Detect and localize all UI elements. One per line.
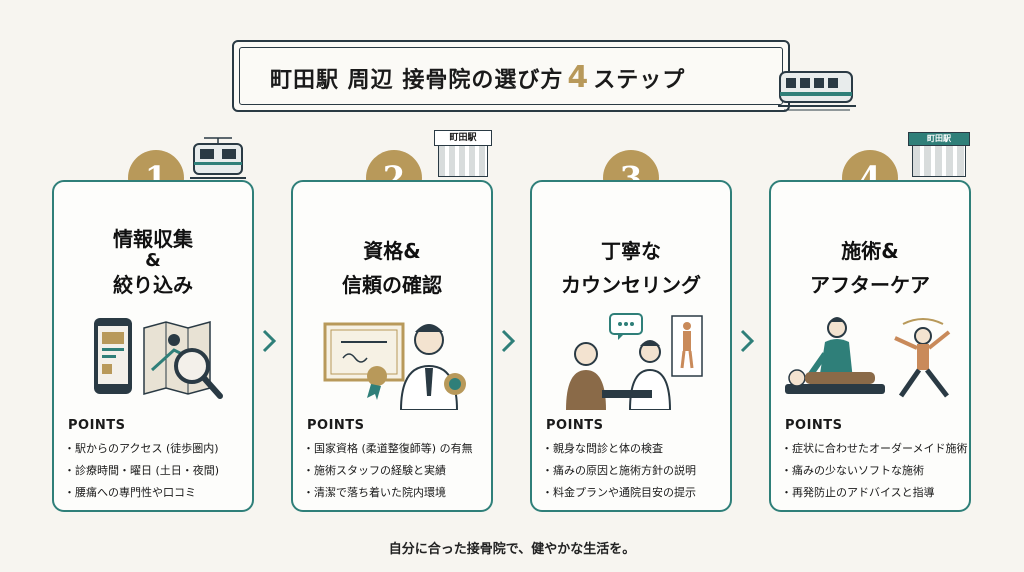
speech-bubble-icon xyxy=(609,313,643,340)
step-2-illustration xyxy=(323,322,466,410)
station-sign: 町田駅 xyxy=(434,130,492,146)
chevron-right-icon xyxy=(262,329,277,353)
therapist-icon xyxy=(808,317,853,380)
tagline: 自分に合った接骨院で、健やかな生活を。 xyxy=(388,542,636,557)
station-icon: 町田駅 xyxy=(908,132,970,178)
step-2-title-line-2: 信頼の確認 xyxy=(342,273,442,297)
step-1-title-line-3: 絞り込み xyxy=(113,273,193,297)
magnifier-icon xyxy=(174,348,223,399)
medal-icon xyxy=(444,373,466,395)
list-item: 清潔で落ち着いた院内環境 xyxy=(303,482,473,504)
step-1-card: 情報収集 & 絞り込み POINTS 駅からのアクセス (徒歩圏内) 診療時間・… xyxy=(52,180,254,512)
smartphone-icon xyxy=(94,318,132,394)
step-3-title-line-2: カウンセリング xyxy=(561,273,701,297)
patient-icon xyxy=(785,369,885,394)
title-number: 4 xyxy=(567,60,590,95)
list-item: 痛みの原因と施術方針の説明 xyxy=(542,460,696,482)
train-icon xyxy=(778,71,856,111)
doctor-icon xyxy=(399,324,459,410)
step-1-points-label: POINTS xyxy=(68,418,126,433)
step-1-illustration xyxy=(94,318,223,399)
step-4-points: 症状に合わせたオーダーメイド施術 痛みの少ないソフトな施術 再発防止のアドバイス… xyxy=(781,438,968,504)
step-2-title-line-1: 資格& xyxy=(363,239,421,263)
list-item: 痛みの少ないソフトな施術 xyxy=(781,460,968,482)
list-item: 診療時間・曜日 (土日・夜間) xyxy=(64,460,219,482)
step-4-title-line-2: アフターケア xyxy=(810,273,930,297)
step-3-illustration xyxy=(566,313,703,410)
step-3-title-line-1: 丁寧な xyxy=(601,239,661,263)
step-4-card: 施術& アフターケア POINTS 症状に合わせたオーダーメイド施術 痛みの少な… xyxy=(769,180,971,512)
stretching-person-icon xyxy=(894,318,951,398)
doctor-icon xyxy=(628,340,672,410)
station-icon: 町田駅 xyxy=(434,130,492,180)
station-sign: 町田駅 xyxy=(908,132,970,146)
step-2-points: 国家資格 (柔道整復師等) の有無 施術スタッフの経験と実績 清潔で落ち着いた院… xyxy=(303,438,473,504)
patient-icon xyxy=(566,342,606,410)
list-item: 国家資格 (柔道整復師等) の有無 xyxy=(303,438,473,460)
step-3-points-label: POINTS xyxy=(546,418,604,433)
step-1-title-line-2: & xyxy=(145,250,161,271)
step-1-title-line-1: 情報収集 xyxy=(113,227,193,251)
list-item: 症状に合わせたオーダーメイド施術 xyxy=(781,438,968,460)
title-suffix: ステップ xyxy=(593,68,686,93)
anatomy-chart-icon xyxy=(671,315,703,377)
chevron-right-icon xyxy=(501,329,516,353)
step-4-title-line-1: 施術& xyxy=(841,239,899,263)
list-item: 親身な問診と体の検査 xyxy=(542,438,696,460)
list-item: 再発防止のアドバイスと指導 xyxy=(781,482,968,504)
list-item: 駅からのアクセス (徒歩圏内) xyxy=(64,438,219,460)
train-icon xyxy=(190,137,246,179)
list-item: 施術スタッフの経験と実績 xyxy=(303,460,473,482)
step-3-points: 親身な問診と体の検査 痛みの原因と施術方針の説明 料金プランや通院目安の提示 xyxy=(542,438,696,504)
certificate-icon xyxy=(323,322,405,400)
list-item: 料金プランや通院目安の提示 xyxy=(542,482,696,504)
step-2-card: 資格& 信頼の確認 POINTS 国家資格 (柔道整復師等) の有無 施術スタッ… xyxy=(291,180,493,512)
step-4-illustration xyxy=(785,317,951,398)
step-4-points-label: POINTS xyxy=(785,418,843,433)
step-2-points-label: POINTS xyxy=(307,418,365,433)
chevron-right-icon xyxy=(740,329,755,353)
step-3-card: 丁寧な カウンセリング POINTS 親身な問診と体の検査 痛みの原因と施術方針… xyxy=(530,180,732,512)
step-1-points: 駅からのアクセス (徒歩圏内) 診療時間・曜日 (土日・夜間) 腰痛への専門性や… xyxy=(64,438,219,504)
title-prefix: 町田駅 周辺 接骨院の選び方 xyxy=(270,68,564,93)
list-item: 腰痛への専門性や口コミ xyxy=(64,482,219,504)
